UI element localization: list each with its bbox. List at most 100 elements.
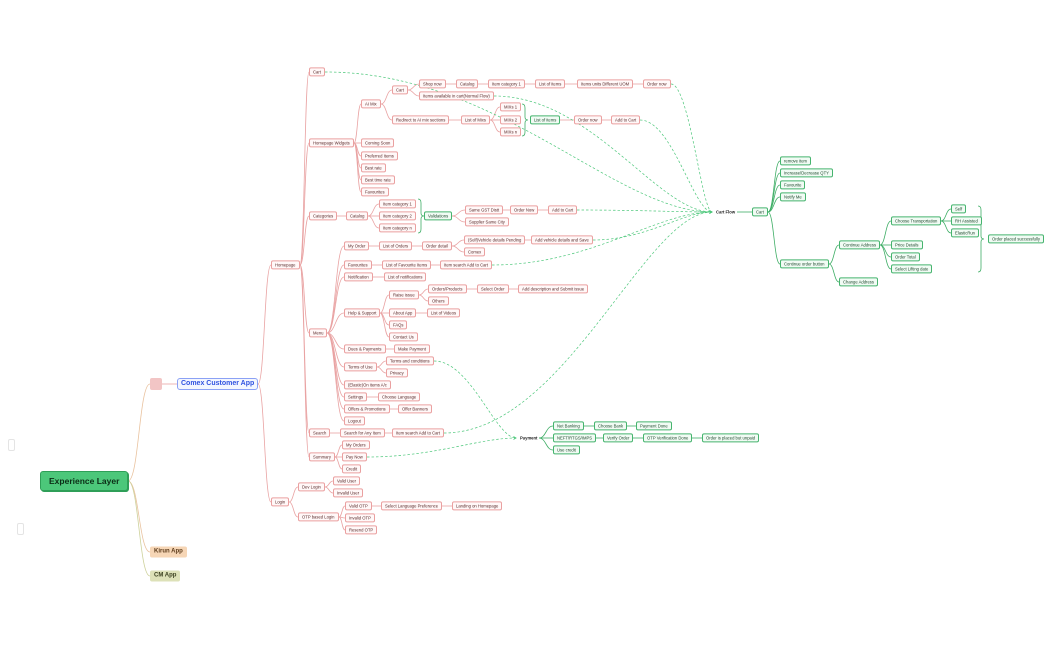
node-add-description[interactable]: Add description and Submit issue <box>518 284 589 294</box>
node-resend-otp[interactable]: Resend OTP <box>345 525 378 535</box>
node-offer-banners[interactable]: Offer Banners <box>398 404 432 414</box>
node-items-uom[interactable]: Items units Different UOM <box>577 79 634 89</box>
node-list-fav-items[interactable]: List of Favourite Items <box>382 260 432 270</box>
node-login[interactable]: Login <box>271 497 290 507</box>
node-elasticrun[interactable]: ElasticRun <box>951 228 980 238</box>
node-ghost2[interactable] <box>17 523 24 535</box>
node-my-order[interactable]: My Order <box>344 241 370 251</box>
node-remove-item[interactable]: remove item <box>780 156 812 166</box>
node-faqs[interactable]: FAQs <box>389 320 408 330</box>
node-neft-rtgs[interactable]: NEFT/RTGS/IMPS <box>553 433 597 443</box>
node-select-language-pref[interactable]: Select Language Preference <box>381 501 443 511</box>
node-inc-dec-qty[interactable]: Increase/Decrease QTY <box>780 168 833 178</box>
node-privacy[interactable]: Privacy <box>386 368 408 378</box>
node-item-cat-2[interactable]: Item category 2 <box>379 211 416 221</box>
node-order-placed[interactable]: Order placed successfully <box>988 234 1044 244</box>
node-my-orders[interactable]: My Orders <box>342 440 370 450</box>
node-list-of-mixes[interactable]: List of Mixs <box>461 115 490 125</box>
node-list-of-items-g[interactable]: List of items <box>530 115 561 125</box>
node-change-address[interactable]: Change Address <box>839 277 878 287</box>
node-catalog1[interactable]: Catalog <box>456 79 479 89</box>
node-ltl-vehicle[interactable]: (Self)Vehicle details Pending <box>464 235 526 245</box>
node-order-now1[interactable]: Order now <box>643 79 671 89</box>
node-about-app[interactable]: About App <box>389 308 417 318</box>
node-add-to-cart2[interactable]: Add to Cart <box>548 205 578 215</box>
node-categories[interactable]: Categories <box>309 211 338 221</box>
node-comex-sub[interactable]: Comex <box>464 247 486 257</box>
node-notification[interactable]: Notification <box>344 272 373 282</box>
node-contact-us[interactable]: Contact Us <box>389 332 418 342</box>
node-mixn[interactable]: MIXs n <box>500 127 522 137</box>
node-terms-of-use[interactable]: Terms of Use <box>344 362 377 372</box>
node-elastic-items[interactable]: (Elastic)On items A/c <box>344 380 391 390</box>
node-order-unpaid[interactable]: Order is placed but unpaid <box>702 433 760 443</box>
node-homepage[interactable]: Homepage <box>271 260 300 270</box>
node-verify-order[interactable]: Verify Order <box>603 433 634 443</box>
node-raise-issue[interactable]: Raise issue <box>389 290 419 300</box>
node-blank1[interactable] <box>150 378 162 390</box>
node-list-of-orders[interactable]: List of Orders <box>379 241 413 251</box>
app-node-comex[interactable]: Comex Customer App <box>177 378 259 390</box>
node-order-now2[interactable]: Order now <box>574 115 602 125</box>
node-best-time-rate[interactable]: Best time rate <box>361 175 395 185</box>
node-select-order[interactable]: Select Order <box>477 284 509 294</box>
node-otp-verification[interactable]: OTP Verification Done <box>643 433 693 443</box>
node-preferred-items[interactable]: Preferred Items <box>361 151 398 161</box>
node-favourites-menu[interactable]: Favourites <box>344 260 372 270</box>
node-ai-mix[interactable]: AI Mix <box>361 99 381 109</box>
node-homepage-widgets[interactable]: Homepage Widgets <box>309 138 354 148</box>
node-valid-otp[interactable]: Valid OTP <box>345 501 372 511</box>
node-valid-user[interactable]: Valid User <box>333 476 361 486</box>
node-best-rate[interactable]: Best rate <box>361 163 386 173</box>
app-node-kirun[interactable]: Kirun App <box>150 546 187 558</box>
node-credit[interactable]: Credit <box>342 464 362 474</box>
node-help-support[interactable]: Help & Support <box>344 308 381 318</box>
node-search-any-item[interactable]: Search for Any Item <box>340 428 385 438</box>
node-payment[interactable]: Payment <box>520 435 538 441</box>
node-order-detail[interactable]: Order detail <box>422 241 452 251</box>
node-list-notifications[interactable]: List of notifications <box>384 272 427 282</box>
node-cart[interactable]: Cart <box>309 67 325 77</box>
node-use-credit[interactable]: Use credit <box>553 445 580 455</box>
node-cart-inner[interactable]: Cart <box>392 85 408 95</box>
node-summary[interactable]: Summary <box>309 452 335 462</box>
node-settings[interactable]: Settings <box>344 392 368 402</box>
node-rh-assisted[interactable]: RH Assisted <box>951 216 982 226</box>
node-order-now3[interactable]: Order Now <box>510 205 539 215</box>
node-others[interactable]: Others <box>428 296 449 306</box>
node-favourite[interactable]: Favourite <box>780 180 806 190</box>
node-choose-transportation[interactable]: Choose Transportation <box>891 216 942 226</box>
node-menu[interactable]: Menu <box>309 328 328 338</box>
node-terms-conditions[interactable]: Terms and conditions <box>386 356 434 366</box>
node-validations[interactable]: Validations <box>424 211 453 221</box>
node-item-search-add[interactable]: Item search Add to Cart <box>440 260 492 270</box>
node-otp-login[interactable]: OTP based Login <box>298 512 339 522</box>
node-invalid-user[interactable]: Invalid User <box>333 488 364 498</box>
node-item-cat1-a[interactable]: Item category 1 <box>488 79 525 89</box>
node-shop-now[interactable]: Shop now <box>419 79 446 89</box>
node-supplier-city[interactable]: Supplier Same City <box>465 217 509 227</box>
node-dues-payments[interactable]: Dues & Payments <box>344 344 386 354</box>
node-ghost1[interactable] <box>8 439 15 451</box>
node-self[interactable]: Self <box>951 204 967 214</box>
node-list-videos[interactable]: List of Videos <box>427 308 461 318</box>
node-choose-bank[interactable]: Choose Bank <box>594 421 628 431</box>
node-pay-now[interactable]: Pay Now <box>342 452 367 462</box>
node-items-available[interactable]: Items available in cart(Normal Flow) <box>419 91 494 101</box>
node-redirect-ai[interactable]: Redirect to AI mix sections <box>392 115 450 125</box>
node-offers-promotions[interactable]: Offers & Promotions <box>344 404 390 414</box>
node-mix1[interactable]: MIXs 1 <box>500 102 522 112</box>
node-same-gst[interactable]: Same GST Distt <box>465 205 504 215</box>
node-make-payment[interactable]: Make Payment <box>394 344 430 354</box>
node-item-cat-n[interactable]: Item category n <box>379 223 416 233</box>
node-favourites[interactable]: Favourites <box>361 187 389 197</box>
node-logout[interactable]: Logout <box>344 416 365 426</box>
node-list-of-items[interactable]: List of items <box>535 79 566 89</box>
node-orders-products[interactable]: Orders/Products <box>428 284 467 294</box>
node-catalog2[interactable]: Catalog <box>346 211 369 221</box>
node-coming-soon[interactable]: Coming Soon <box>361 138 395 148</box>
node-add-to-cart1[interactable]: Add to Cart <box>611 115 641 125</box>
node-add-vehicle[interactable]: Add vehicle details and Save <box>531 235 593 245</box>
node-landing-homepage[interactable]: Landing on Homepage <box>452 501 503 511</box>
node-item-search-add2[interactable]: Item search Add to Cart <box>392 428 444 438</box>
